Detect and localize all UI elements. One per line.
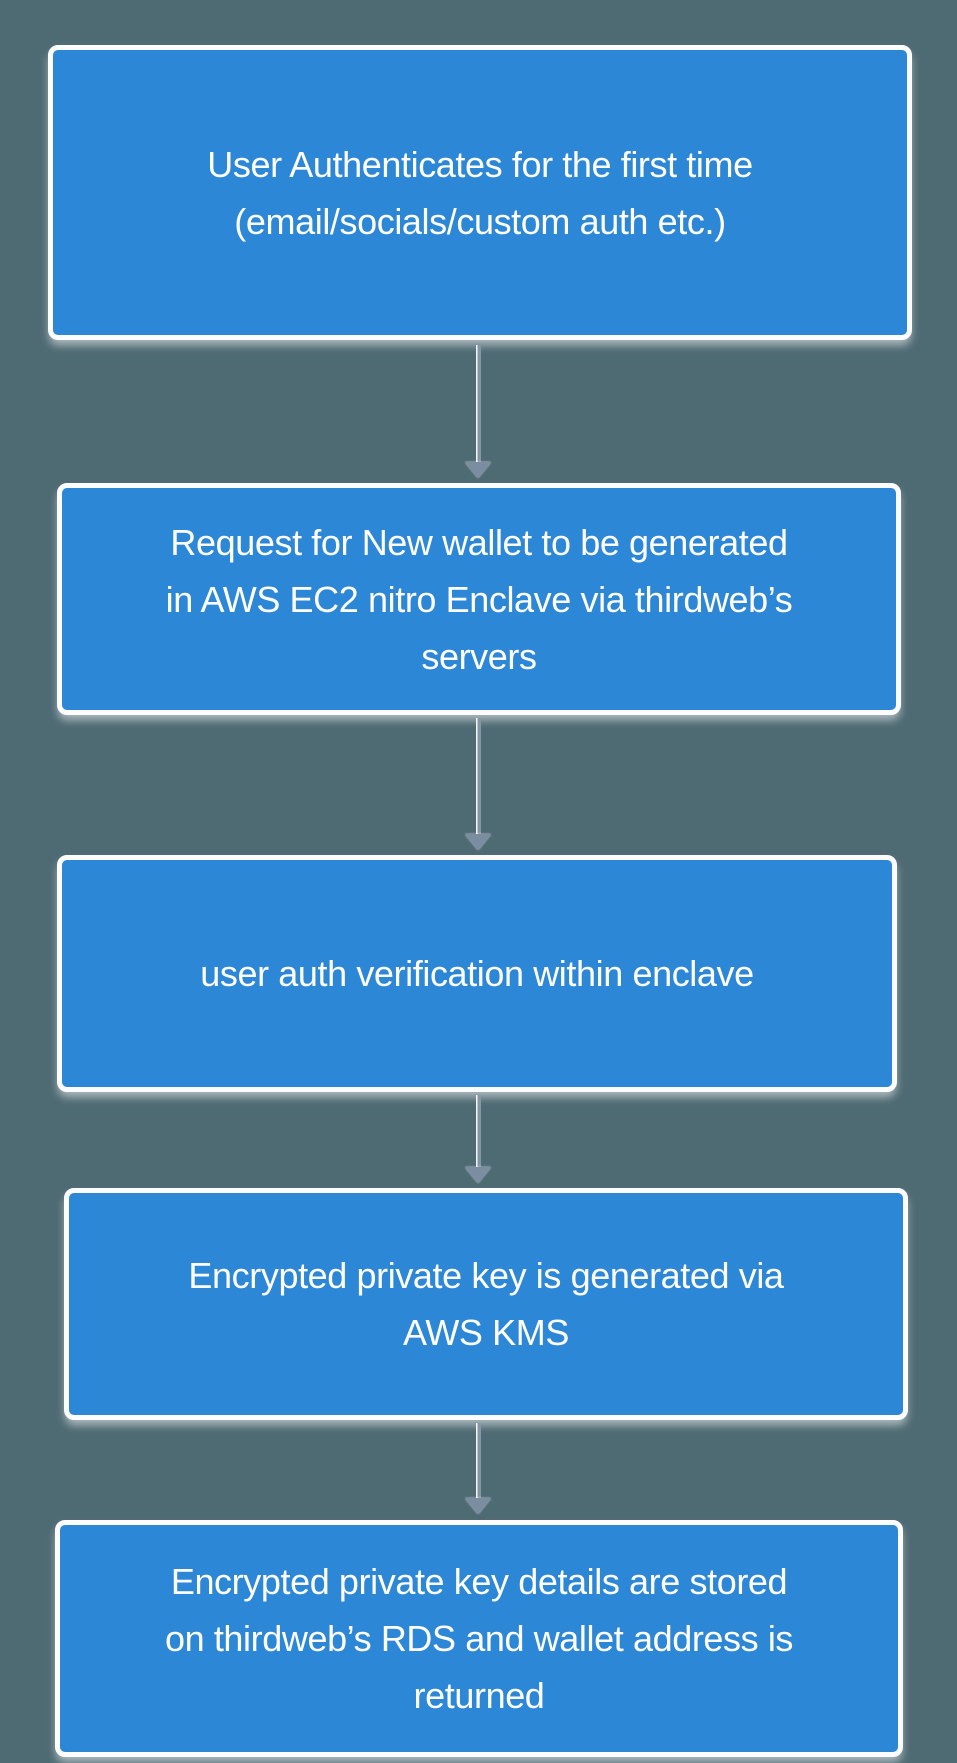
arrow-line [475, 345, 481, 463]
flow-arrow-3 [465, 1095, 491, 1183]
node-label: Request for New wallet to be generated i… [165, 521, 793, 677]
flow-arrow-4 [465, 1423, 491, 1514]
flow-node-auth-verification: user auth verification within enclave [57, 855, 897, 1092]
flow-arrow-1 [465, 345, 491, 478]
node-label: Encrypted private key is generated via A… [188, 1255, 784, 1353]
node-label: user auth verification within enclave [200, 953, 754, 994]
flow-node-user-authenticates: User Authenticates for the first time (e… [48, 45, 912, 340]
flow-node-generate-key: Encrypted private key is generated via A… [64, 1188, 908, 1420]
arrow-line [475, 1423, 481, 1499]
arrow-line [475, 718, 481, 835]
node-label: Encrypted private key details are stored… [164, 1561, 794, 1716]
flow-node-request-wallet: Request for New wallet to be generated i… [57, 483, 901, 715]
flow-arrow-2 [465, 718, 491, 850]
arrow-down-icon [465, 834, 491, 850]
arrow-down-icon [465, 1498, 491, 1514]
arrow-line [475, 1095, 481, 1168]
arrow-down-icon [465, 1167, 491, 1183]
flow-node-store-key: Encrypted private key details are stored… [55, 1520, 903, 1757]
arrow-down-icon [465, 462, 491, 478]
node-label: User Authenticates for the first time (e… [207, 143, 753, 242]
